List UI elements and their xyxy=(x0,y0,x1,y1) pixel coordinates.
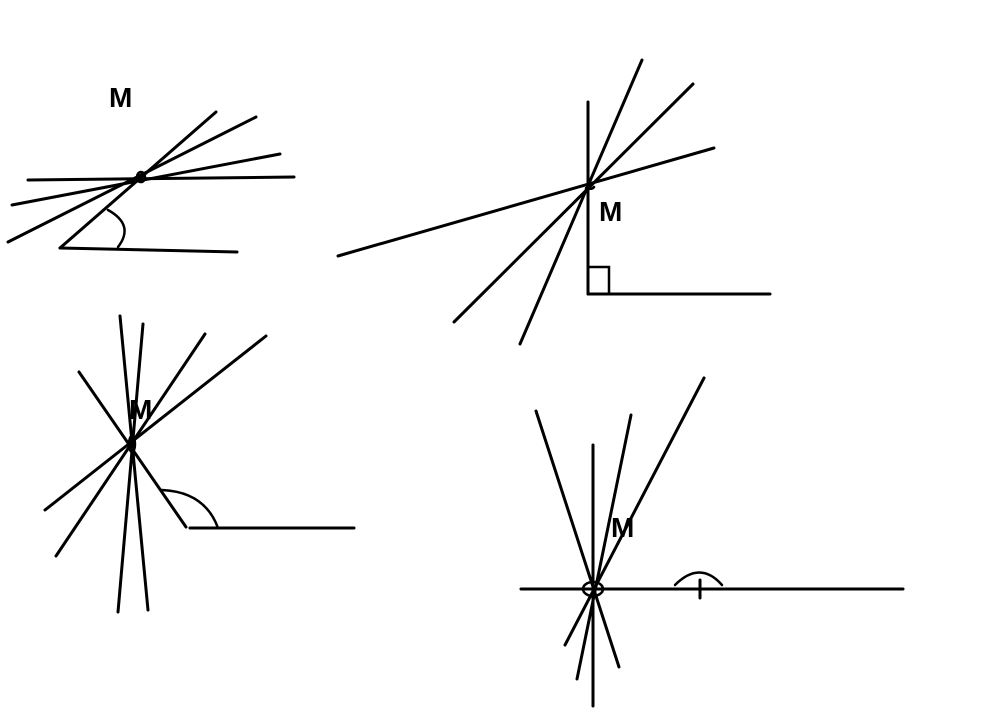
fig4-line-1 xyxy=(534,409,621,669)
fig4-line-2 xyxy=(575,413,633,681)
fig4-point-m xyxy=(581,580,605,598)
fig1-line-medium xyxy=(6,115,258,244)
fig4-line-3 xyxy=(563,376,706,647)
fig3-line-5 xyxy=(77,370,188,529)
fig3-line-4 xyxy=(43,334,268,512)
fig4-label-m: M xyxy=(611,512,634,543)
fig3-line-1 xyxy=(118,314,150,612)
figure-4: M xyxy=(519,376,905,708)
fig3-point-m xyxy=(127,434,137,454)
fig2-line-shallow xyxy=(336,146,716,258)
fig1-line-shallow xyxy=(10,152,282,207)
figure-3: M xyxy=(43,314,356,614)
fig2-point-m xyxy=(584,185,596,191)
fig3-label-m: M xyxy=(129,394,152,425)
figure-2: M xyxy=(336,58,772,346)
fig2-right-angle-marker xyxy=(586,265,611,296)
fig1-label-m: M xyxy=(109,82,132,113)
fig1-angle-base-ray xyxy=(58,246,239,254)
fig1-line-horizontal xyxy=(26,175,296,182)
fig2-line-diagonal xyxy=(452,82,695,324)
figure-1: M xyxy=(6,82,296,254)
fig3-angle-arc xyxy=(160,488,220,530)
fig2-label-m: M xyxy=(599,196,622,227)
fig2-line-steep xyxy=(518,58,644,346)
fig4-angle-arc xyxy=(673,571,724,587)
fig1-point-m xyxy=(135,170,147,184)
fig1-angle-arc xyxy=(106,208,126,249)
fig3-line-2 xyxy=(116,322,145,614)
